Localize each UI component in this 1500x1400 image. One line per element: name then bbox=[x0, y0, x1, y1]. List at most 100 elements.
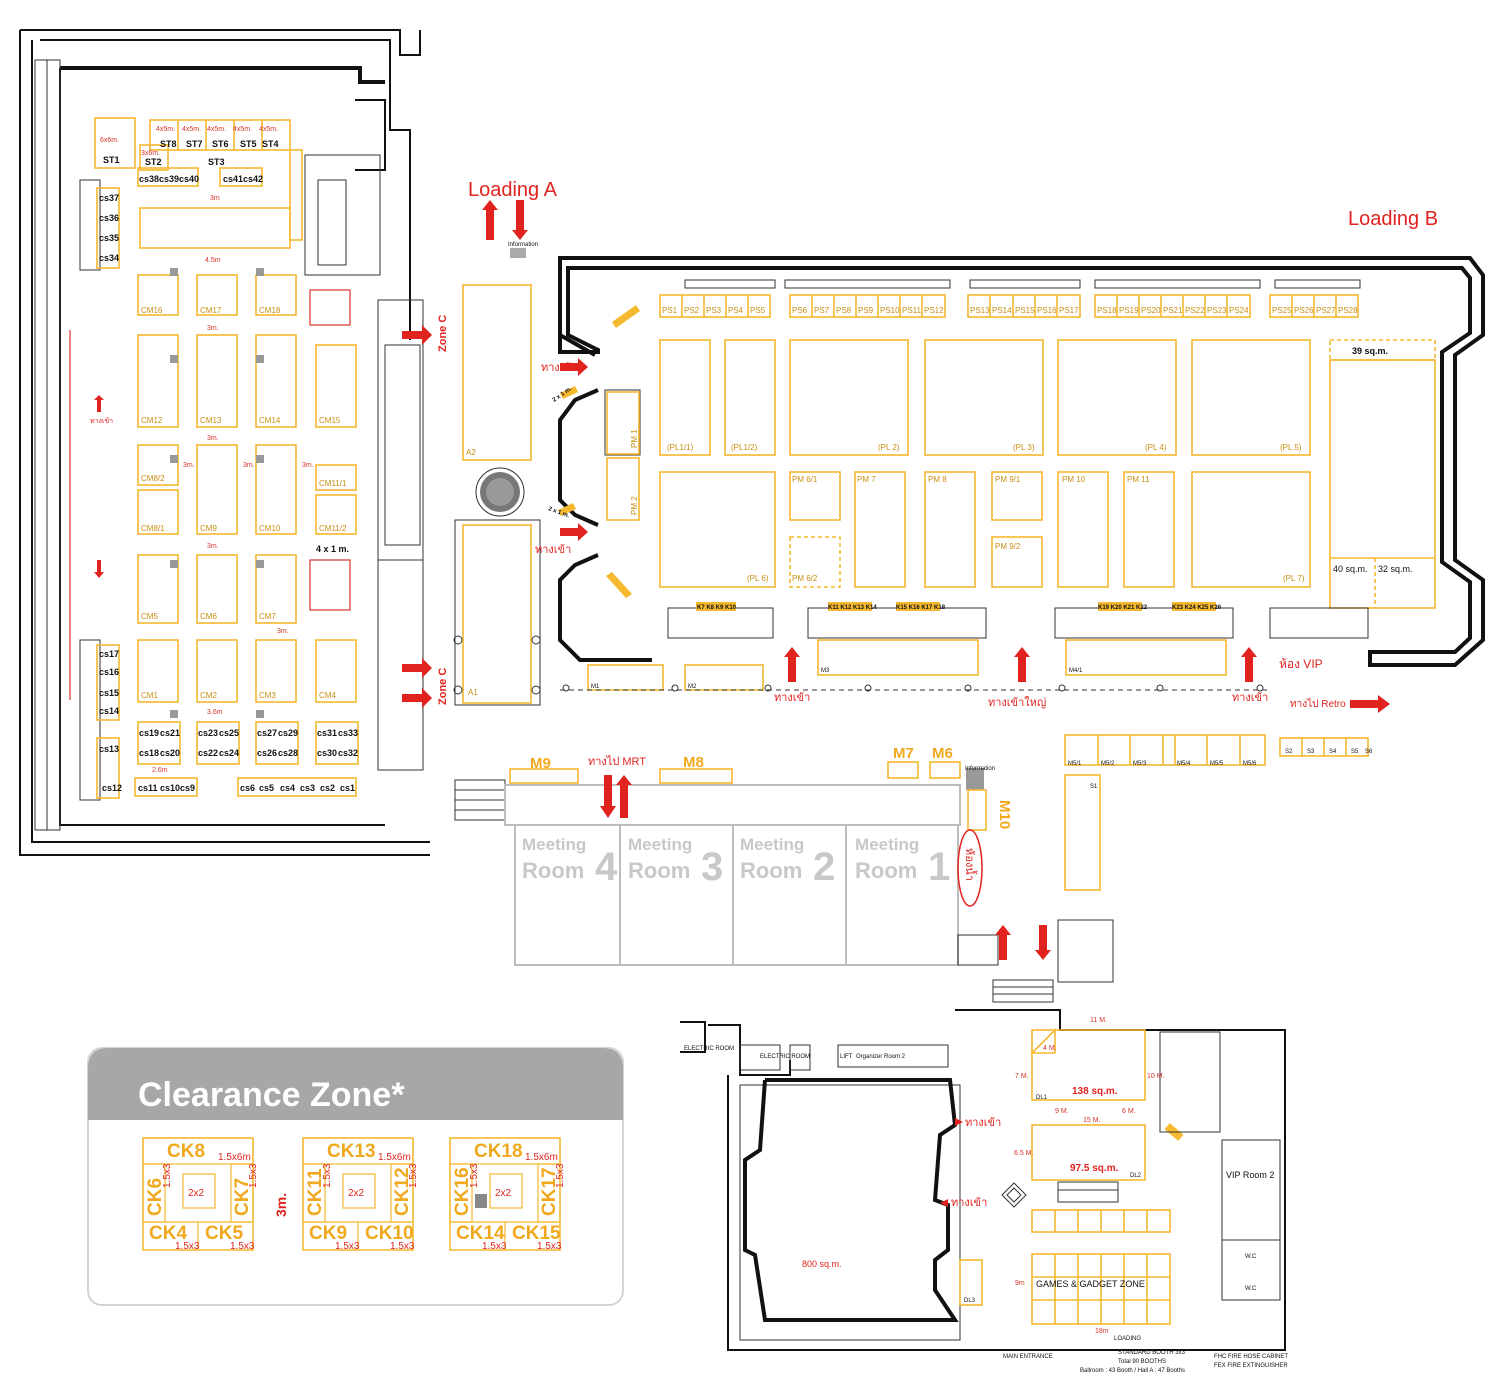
ck-right-size: 1.5x3 bbox=[248, 1163, 259, 1188]
ck-bottom-right-label: CK5 bbox=[205, 1223, 243, 1244]
pm6-2-label: PM 6/2 bbox=[792, 574, 818, 583]
meeting-room-number: 1 bbox=[928, 845, 950, 889]
pm9-1-label: PM 9/1 bbox=[995, 475, 1021, 484]
cs15-label: cs15 bbox=[99, 688, 119, 698]
ps-booth-label: PS28 bbox=[1338, 306, 1358, 315]
pl7-label: (PL 7) bbox=[1283, 574, 1305, 583]
st2-size: 3x6m. bbox=[141, 150, 160, 157]
vip-room-2-label: VIP Room 2 bbox=[1226, 1170, 1274, 1180]
arrow-right-icon bbox=[560, 523, 588, 541]
cs16-label: cs16 bbox=[99, 667, 119, 677]
ck-right-size: 1.5x3 bbox=[408, 1163, 419, 1188]
dim-3m-a: 3m. bbox=[207, 325, 219, 332]
st2-label: ST2 bbox=[145, 157, 162, 167]
m5-6-label: M5/6 bbox=[1243, 761, 1257, 767]
st3-label: ST3 bbox=[208, 157, 225, 167]
meeting-room-number: 4 bbox=[595, 845, 618, 889]
cs40-label: cs40 bbox=[179, 174, 199, 184]
pl2-label: (PL 2) bbox=[878, 443, 900, 452]
st6-label: ST6 bbox=[212, 139, 229, 149]
sq800-label: 800 sq.m. bbox=[802, 1259, 842, 1269]
cs25-label: cs25 bbox=[219, 728, 239, 738]
a1-label: A1 bbox=[468, 688, 478, 697]
cm11-1-label: CM11/1 bbox=[319, 479, 347, 488]
ps-booth-label: PS18 bbox=[1097, 306, 1117, 315]
hall-a bbox=[453, 248, 1485, 706]
m10-label: M10 bbox=[996, 800, 1013, 829]
cs5-label: cs5 bbox=[259, 783, 274, 793]
ps-booth-label: PS7 bbox=[814, 306, 830, 315]
ck-center-box bbox=[342, 1173, 376, 1209]
pl5-label: (PL 5) bbox=[1280, 443, 1302, 452]
m4-1-label: M4/1 bbox=[1069, 668, 1083, 674]
cs3-label: cs3 bbox=[300, 783, 315, 793]
ps-booth-label: PS25 bbox=[1272, 306, 1292, 315]
pm6-1-label: PM 6/1 bbox=[792, 475, 818, 484]
cs33-label: cs33 bbox=[338, 728, 358, 738]
pm11-label: PM 11 bbox=[1127, 475, 1150, 484]
cs19-label: cs19 bbox=[139, 728, 159, 738]
ps-booth-label: PS24 bbox=[1229, 306, 1249, 315]
dim-4-5m: 4.5m bbox=[205, 257, 221, 264]
pl1-1-label: (PL1/1) bbox=[667, 443, 694, 452]
ck-bottom-left-size: 1.5x3 bbox=[335, 1241, 360, 1252]
pl4-label: (PL 4) bbox=[1145, 443, 1167, 452]
dim-3m-e: 3m. bbox=[302, 462, 314, 469]
ck-bottom-right-label: CK15 bbox=[512, 1223, 561, 1244]
arrow-up-icon bbox=[616, 775, 632, 818]
ck-bottom-left-label: CK4 bbox=[149, 1223, 187, 1244]
cs17-label: cs17 bbox=[99, 649, 119, 659]
dim-6-5m: 6.5 M. bbox=[1014, 1150, 1034, 1157]
st4-size: 4x5m. bbox=[259, 126, 278, 133]
electric-room-2: ELECTRIC ROOM bbox=[760, 1054, 810, 1060]
meeting-area: Information M9 M8 M7 M6 M10 ทางไป MRT ห้… bbox=[454, 745, 1114, 1003]
left-hall bbox=[19, 29, 430, 856]
pm1-label: PM 1 bbox=[630, 429, 639, 448]
cs35-label: cs35 bbox=[99, 233, 119, 243]
meeting-room-line1: Meeting bbox=[522, 835, 586, 854]
arrow-up-icon bbox=[482, 200, 498, 240]
ps-booth-label: PS16 bbox=[1037, 306, 1057, 315]
dim-9m: 9 M. bbox=[1055, 1108, 1069, 1115]
cs37-label: cs37 bbox=[99, 193, 119, 203]
cm13-label: CM13 bbox=[200, 416, 222, 425]
ck-top-label: CK13 bbox=[327, 1141, 376, 1162]
ck-top-size: 1.5x6m bbox=[378, 1152, 411, 1163]
meeting-room-line2: Room bbox=[522, 858, 584, 883]
ps-booth-label: PS10 bbox=[880, 306, 900, 315]
pl3-label: (PL 3) bbox=[1013, 443, 1035, 452]
cs2-label: cs2 bbox=[320, 783, 335, 793]
cm2-label: CM2 bbox=[200, 691, 217, 700]
m5-2-label: M5/2 bbox=[1101, 761, 1115, 767]
fex-legend: FEX FIRE EXTINGUISHER bbox=[1214, 1363, 1288, 1369]
st5-label: ST5 bbox=[240, 139, 257, 149]
st1-label: ST1 bbox=[103, 155, 120, 165]
ck-right-label: CK12 bbox=[392, 1167, 413, 1216]
cs4-label: cs4 bbox=[280, 783, 295, 793]
zone-c-top-label: Zone C bbox=[437, 315, 449, 352]
legend-line-2: Total 90 BOOTHS bbox=[1118, 1359, 1166, 1365]
dl1-label: DL1 bbox=[1036, 1095, 1048, 1101]
ps-booth-label: PS22 bbox=[1185, 306, 1205, 315]
ballroom-labels: 800 sq.m. 138 sq.m. 97.5 sq.m. GAMES & G… bbox=[684, 1017, 1288, 1374]
sq39-label: 39 sq.m. bbox=[1352, 346, 1388, 356]
cm3-label: CM3 bbox=[259, 691, 276, 700]
cs21-label: cs21 bbox=[160, 728, 180, 738]
ballroom bbox=[680, 1009, 1286, 1351]
ck-left-label: CK6 bbox=[145, 1178, 166, 1216]
s5-label: S5 bbox=[1351, 749, 1359, 755]
cs28-label: cs28 bbox=[278, 748, 298, 758]
cs6-label: cs6 bbox=[240, 783, 255, 793]
to-retro-label: ทางไป Retro bbox=[1290, 698, 1346, 710]
ck-top-size: 1.5x6m bbox=[525, 1152, 558, 1163]
dim-3m-d: 3m. bbox=[243, 462, 255, 469]
entrance-mid-label: ทางเข้า bbox=[535, 544, 571, 556]
cs26-label: cs26 bbox=[257, 748, 277, 758]
cs31-label: cs31 bbox=[317, 728, 337, 738]
arrow-down-icon bbox=[600, 775, 616, 818]
electric-room-1: ELECTRIC ROOM bbox=[684, 1046, 734, 1052]
arrow-right-icon bbox=[1350, 695, 1390, 713]
ballroom-entrance-2: ทางเข้า bbox=[951, 1197, 987, 1209]
ck-bottom-right-size: 1.5x3 bbox=[230, 1241, 255, 1252]
